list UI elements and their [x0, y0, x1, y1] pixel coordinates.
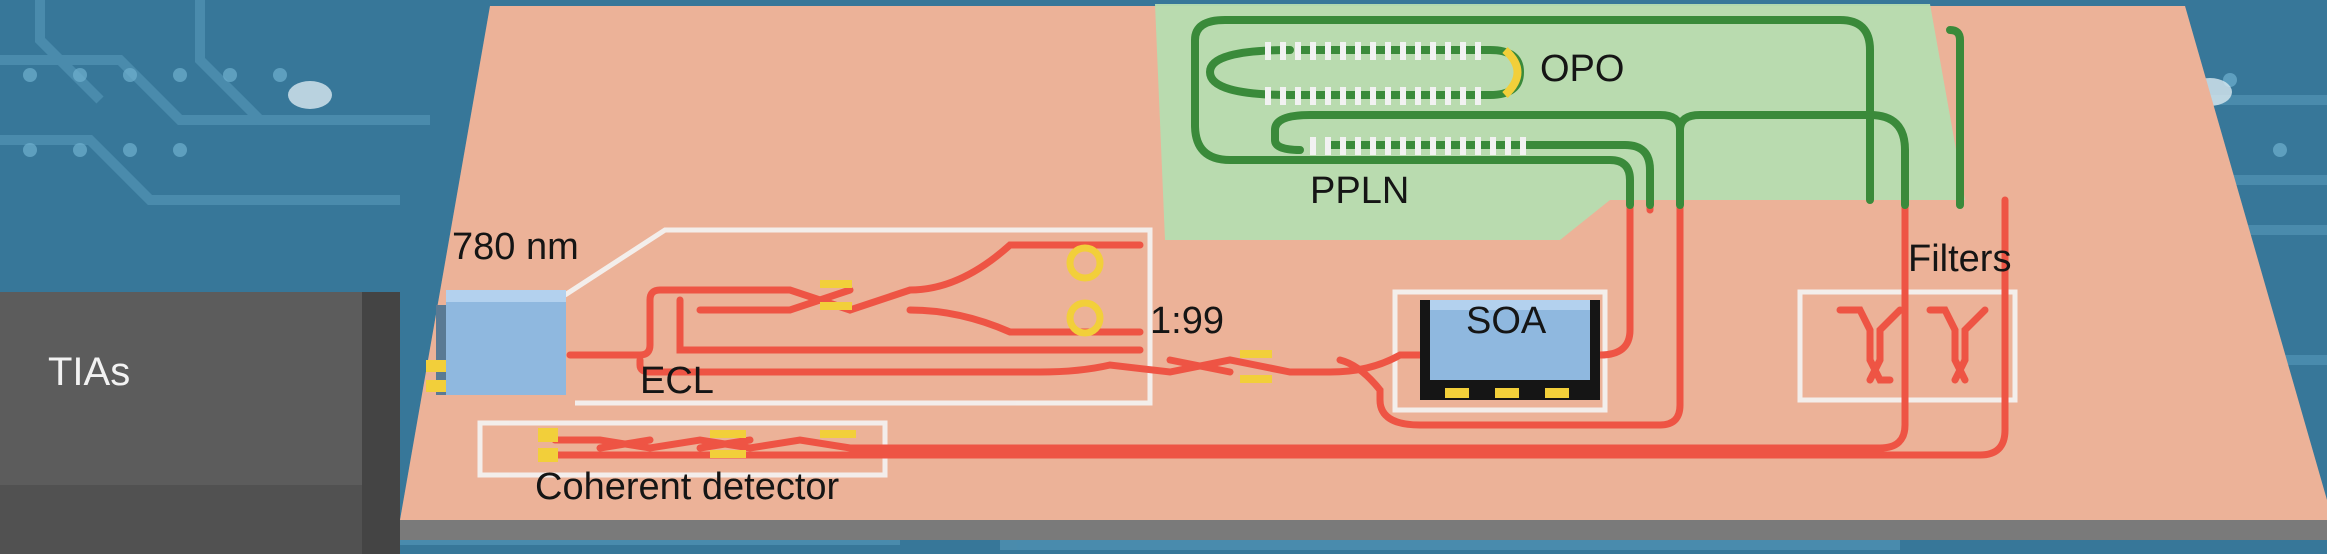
- ring-resonators: [1066, 244, 1104, 337]
- label-ppln: PPLN: [1310, 170, 1410, 212]
- label-opo: OPO: [1540, 48, 1625, 90]
- soa-chip: [1420, 300, 1600, 400]
- bond-outlines: [477, 227, 2018, 478]
- label-ecl: ECL: [640, 360, 714, 402]
- ppln-poling: [1310, 137, 1526, 155]
- label-780nm: 780 nm: [452, 226, 579, 268]
- green-waveguides: [1191, 16, 1964, 209]
- label-coherent-detector: Coherent detector: [535, 466, 840, 508]
- periodic-poling: [1265, 42, 1526, 155]
- red-waveguides: [551, 196, 2009, 459]
- coupler-electrodes: [710, 280, 1272, 458]
- tia-block: [0, 292, 400, 554]
- label-soa: SOA: [1466, 300, 1547, 342]
- opo-poling-bottom: [1265, 87, 1481, 105]
- opo-electrode: [1502, 46, 1522, 98]
- label-filters: Filters: [1908, 238, 2012, 280]
- laser-source-chip: [426, 290, 566, 395]
- detector-pads: [538, 428, 558, 462]
- opo-poling-top: [1265, 42, 1481, 60]
- label-split-ratio: 1:99: [1150, 300, 1224, 342]
- ring-resonator-top: [1066, 244, 1104, 282]
- ring-resonator-bottom: [1066, 299, 1104, 337]
- green-region-opo: [1155, 4, 1965, 240]
- label-tias: TIAs: [48, 350, 131, 394]
